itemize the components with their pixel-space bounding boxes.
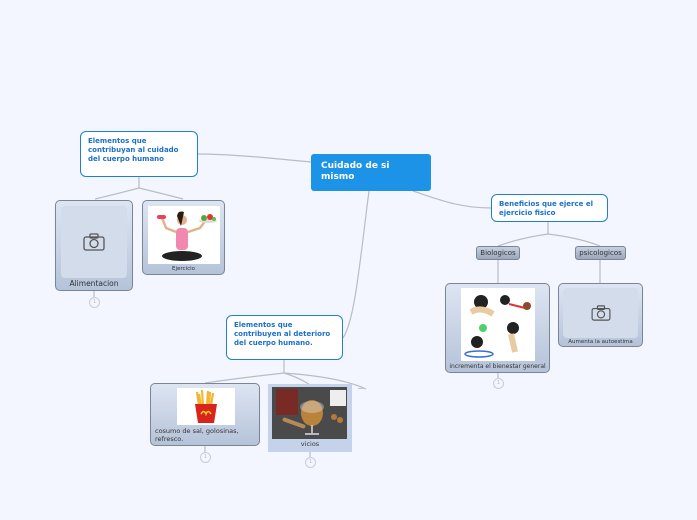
ejercicio-image [148,206,220,264]
topic-beneficios[interactable]: Beneficios que ejerce el ejercicio fisic… [491,194,608,222]
vicios-image [272,387,347,439]
connector-central-topic2 [412,190,492,209]
badge-consumo[interactable]: 1 [200,452,211,463]
fries-image [177,388,235,425]
collapsed-branch-stub [358,388,366,389]
topic-cuidado[interactable]: Elementos que contribuyan al cuidado del… [80,131,198,177]
camera-icon [563,288,638,338]
central-topic-label: Cuidado de si mismo [321,161,390,182]
connector-central-topic1 [196,153,312,163]
bienestar-image [461,288,535,361]
card-bienestar[interactable]: incrementa el bienestar general [445,283,550,373]
camera-icon [61,206,127,278]
topic-beneficios-label: Beneficios que ejerce el ejercicio fisic… [499,200,593,217]
card-alimentacion-label: Alimentacion [69,279,119,288]
card-vicios[interactable]: vicios [268,384,352,452]
connector-central-topic3 [342,190,370,339]
card-autoestima-label: Aumenta la autoestima [568,339,633,345]
card-consumo[interactable]: cosumo de sal, golosinas, refresco. [150,383,260,446]
card-ejercicio-label: Ejercicio [172,266,195,272]
card-autoestima[interactable]: Aumenta la autoestima [558,283,643,347]
badge-vicios[interactable]: 1 [305,457,316,468]
topic-cuidado-label: Elementos que contribuyan al cuidado del… [88,137,179,163]
card-bienestar-label: incrementa el bienestar general [449,363,546,370]
card-alimentacion[interactable]: Alimentacion [55,200,133,291]
card-consumo-label: cosumo de sal, golosinas, refresco. [155,427,239,443]
badge-bienestar[interactable]: 1 [493,378,504,389]
topic-deterioro-label: Elementos que contribuyen al deterioro d… [234,321,331,347]
card-vicios-label: vicios [300,440,320,448]
topic-deterioro[interactable]: Elementos que contribuyen al deterioro d… [226,315,343,360]
central-topic[interactable]: Cuidado de si mismo [311,154,431,191]
card-ejercicio[interactable]: Ejercicio [142,200,225,275]
subtopic-biologicos[interactable]: Biologicos [476,246,520,260]
badge-alimentacion[interactable]: 1 [89,297,100,308]
subtopic-psicologicos[interactable]: psicologicos [575,246,626,260]
